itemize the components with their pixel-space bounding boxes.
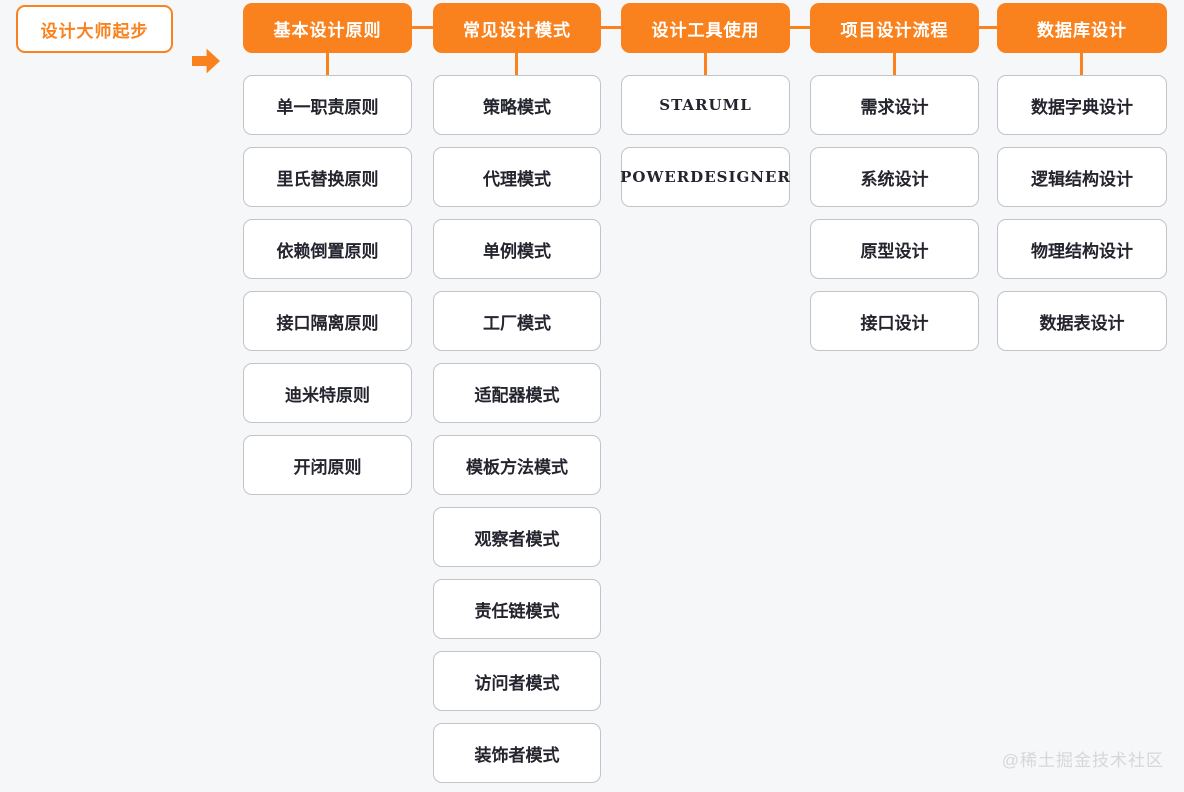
node-item: 策略模式: [433, 75, 601, 135]
connector-line: [515, 51, 518, 77]
node-item: 数据表设计: [997, 291, 1167, 351]
node-item: 里氏替换原则: [243, 147, 412, 207]
node-item: 开闭原则: [243, 435, 412, 495]
node-item: 依赖倒置原则: [243, 219, 412, 279]
connector-line: [789, 26, 811, 29]
node-item: 物理结构设计: [997, 219, 1167, 279]
node-item: 模板方法模式: [433, 435, 601, 495]
start-node: 设计大师起步: [16, 5, 173, 53]
right-arrow-icon: [192, 48, 220, 74]
header-database-design: 数据库设计: [997, 3, 1167, 53]
node-item: 单例模式: [433, 219, 601, 279]
node-item: STARUML: [621, 75, 790, 135]
node-item: 迪米特原则: [243, 363, 412, 423]
node-item: 适配器模式: [433, 363, 601, 423]
connector-line: [893, 51, 896, 77]
header-common-design-patterns: 常见设计模式: [433, 3, 601, 53]
node-item: 单一职责原则: [243, 75, 412, 135]
header-design-tools: 设计工具使用: [621, 3, 790, 53]
node-item: 接口设计: [810, 291, 979, 351]
node-item: 责任链模式: [433, 579, 601, 639]
node-item: 观察者模式: [433, 507, 601, 567]
header-project-design-process: 项目设计流程: [810, 3, 979, 53]
node-item: 访问者模式: [433, 651, 601, 711]
node-item: 接口隔离原则: [243, 291, 412, 351]
node-item: 装饰者模式: [433, 723, 601, 783]
node-item: 逻辑结构设计: [997, 147, 1167, 207]
watermark: @稀土掘金技术社区: [1001, 751, 1164, 770]
node-item: 工厂模式: [433, 291, 601, 351]
node-item: 代理模式: [433, 147, 601, 207]
connector-line: [411, 26, 434, 29]
node-item: 系统设计: [810, 147, 979, 207]
node-item: 原型设计: [810, 219, 979, 279]
node-item: POWERDESIGNER: [620, 147, 790, 207]
connector-line: [326, 51, 329, 77]
node-item: 数据字典设计: [997, 75, 1167, 135]
node-item: 需求设计: [810, 75, 979, 135]
connector-line: [704, 51, 707, 77]
connector-line: [600, 26, 622, 29]
connector-line: [978, 26, 998, 29]
header-basic-design-principles: 基本设计原则: [243, 3, 412, 53]
connector-line: [1080, 51, 1083, 77]
